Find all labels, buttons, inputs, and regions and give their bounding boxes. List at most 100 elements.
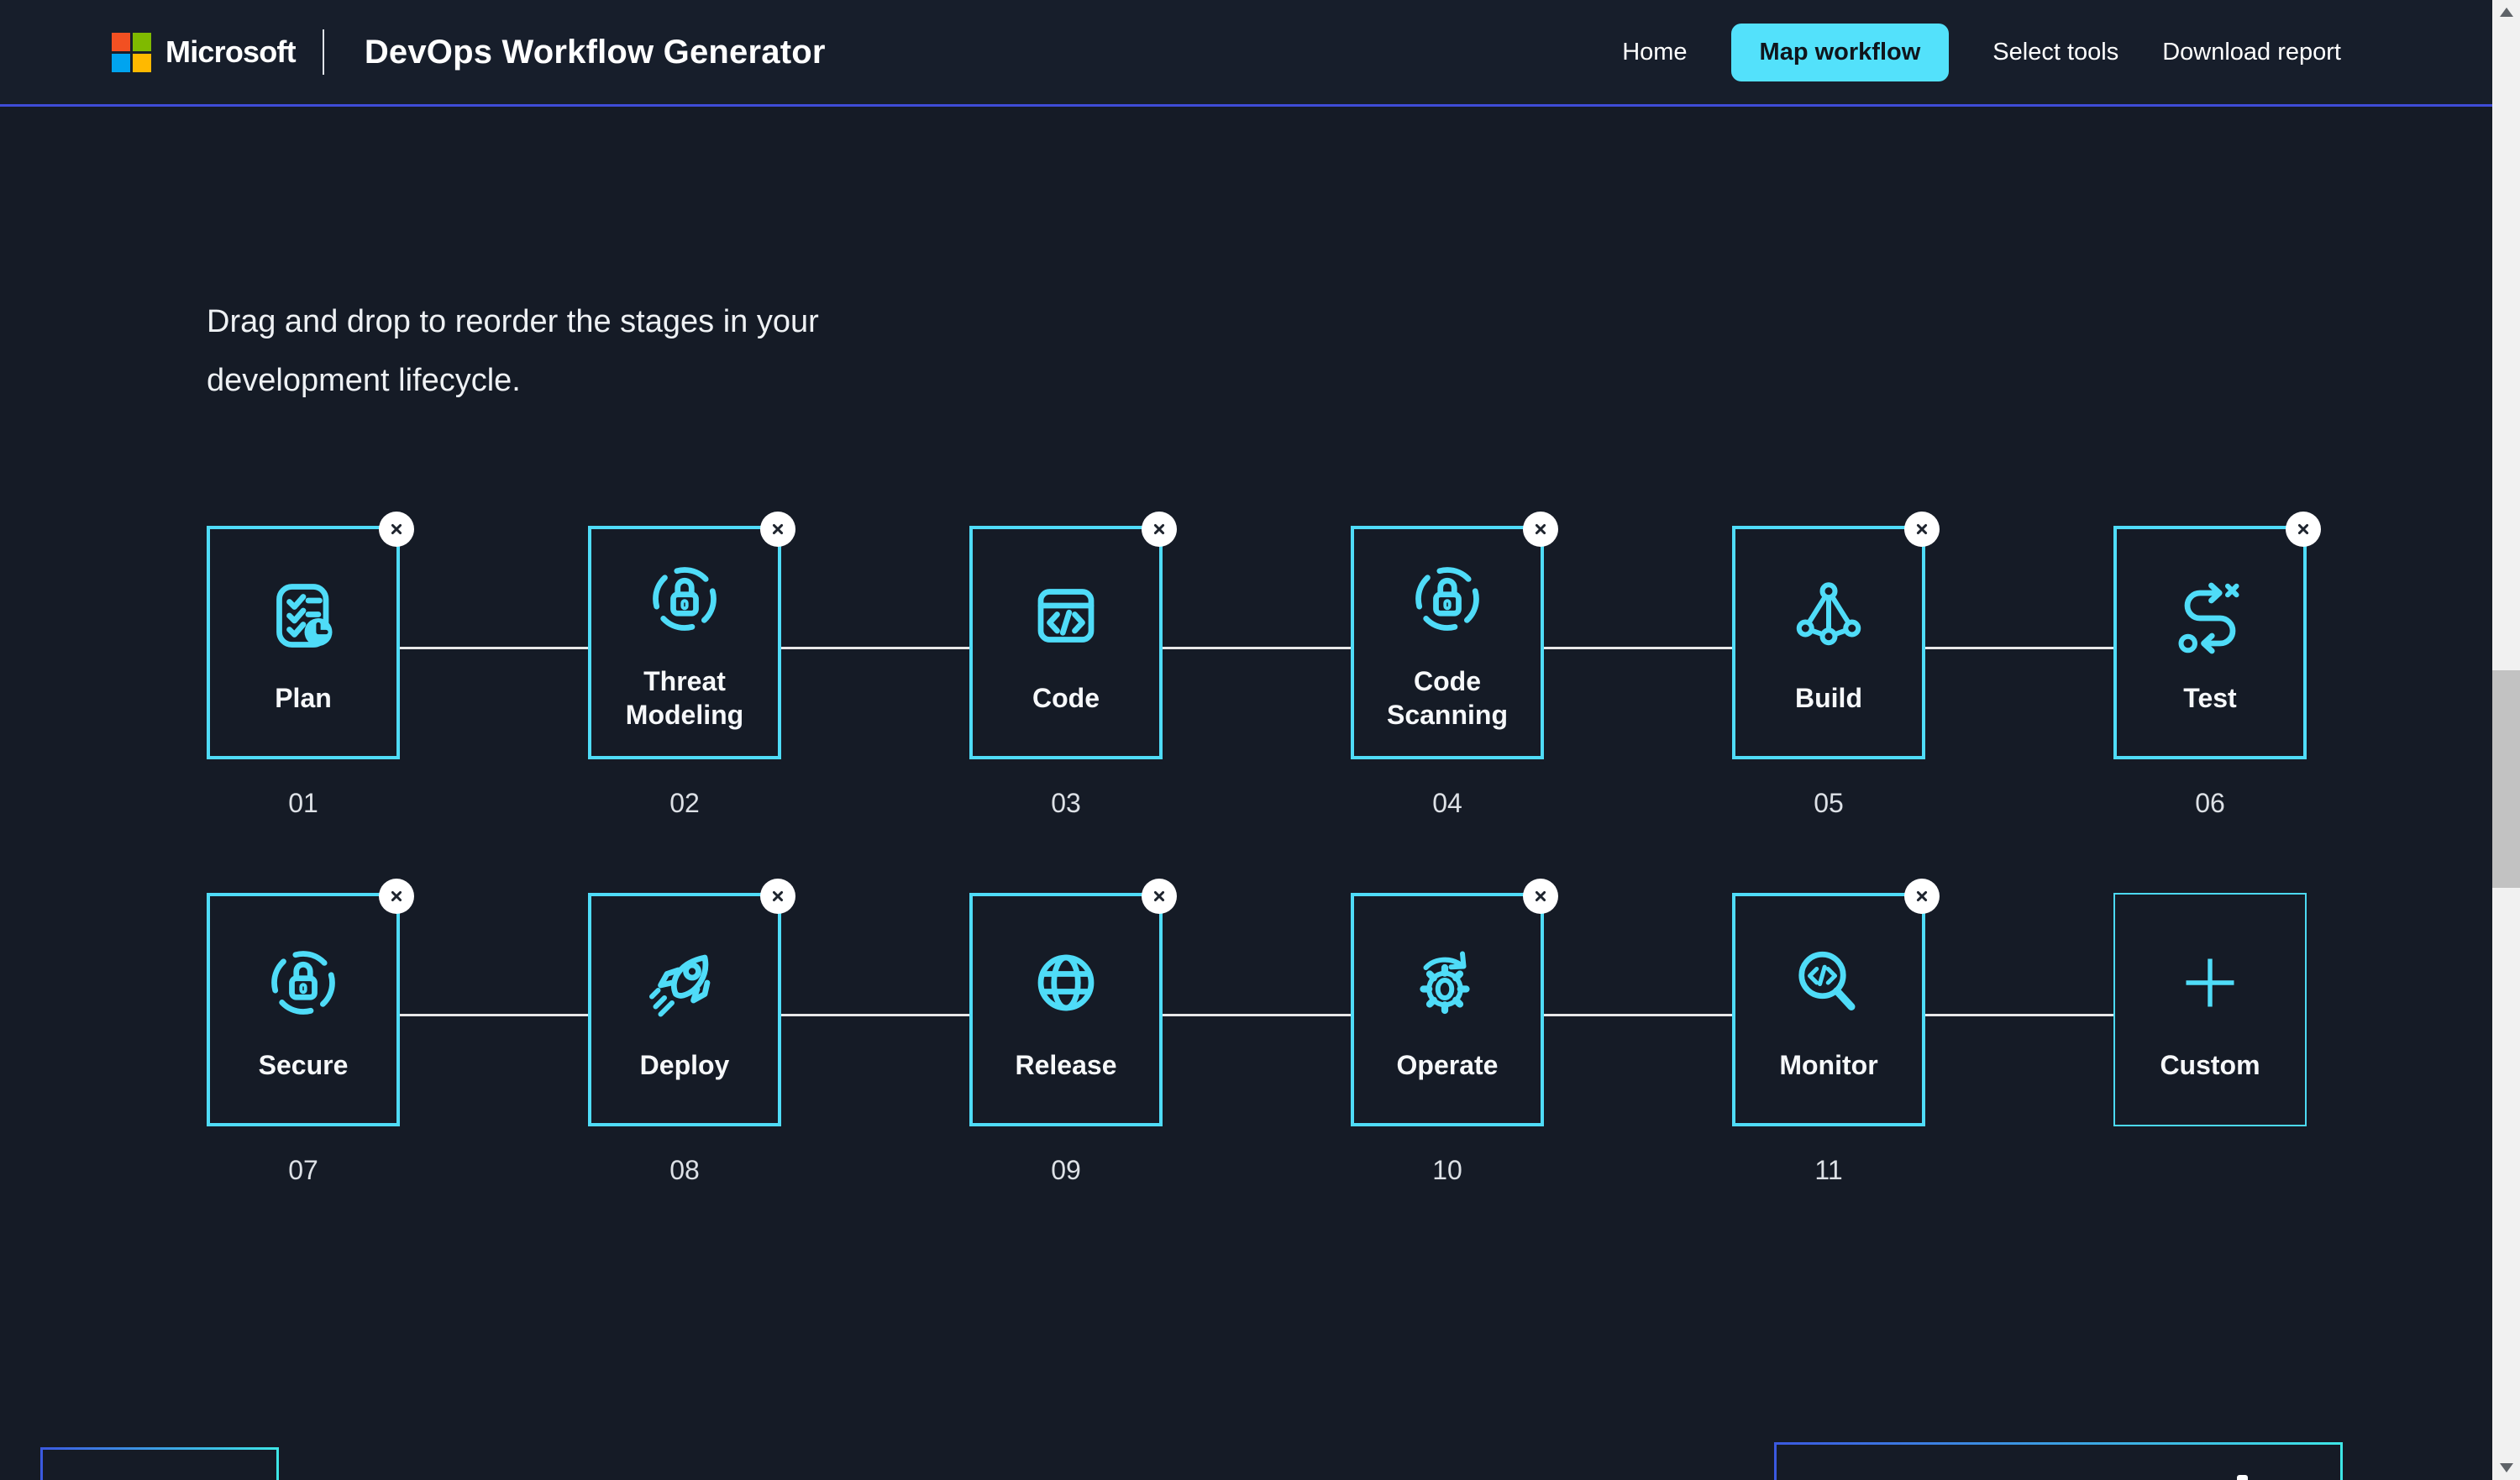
app-header: Microsoft DevOps Workflow Generator Home… [0,0,2492,107]
stage-label: Deploy [639,1050,730,1080]
x-icon [391,890,402,902]
x-icon [2297,523,2309,535]
deploy-icon [644,942,725,1023]
stage-card-plan[interactable]: Plan [207,512,414,759]
stage-card-release[interactable]: Release [969,879,1177,1126]
partial-card-left[interactable] [40,1447,279,1480]
stage-label: Monitor [1779,1050,1878,1080]
brand-name: Microsoft [165,34,297,69]
instruction-text: Drag and drop to reorder the stages in y… [207,304,819,398]
operate-icon [1407,942,1488,1023]
main-nav: Home Map workflow Select tools Download rep… [1622,23,2341,81]
partial-content-glyph [2237,1475,2248,1480]
stage-connector-line [1925,1014,2113,1016]
stage-card-deploy[interactable]: Deploy [588,879,795,1126]
scroll-up-arrow-icon[interactable] [2499,8,2513,17]
stage-number: 06 [2195,788,2225,818]
stage-number: 11 [1814,1155,1843,1185]
stage-connector-line [781,1014,969,1016]
ms-logo-square-red [112,32,130,51]
stage-label: Build [1795,683,1862,713]
scrollbar[interactable] [2492,0,2520,1480]
remove-stage-button[interactable] [1904,879,1940,914]
stage-label: Custom [2160,1050,2260,1080]
x-icon [1153,523,1165,535]
plan-icon [263,575,344,656]
ms-logo-square-yellow [133,53,151,72]
stage-card-code[interactable]: Code [969,512,1177,759]
monitor-icon [1788,942,1869,1023]
brand[interactable]: Microsoft [112,32,297,72]
stage-label: Release [1015,1050,1117,1080]
remove-stage-button[interactable] [760,879,795,914]
stage-label: Secure [258,1050,349,1080]
stage-connector-line [400,1014,588,1016]
partial-card-right[interactable] [1774,1442,2343,1480]
x-icon [772,523,784,535]
stage-card-code-scanning[interactable]: Code Scanning [1351,512,1558,759]
x-icon [1153,890,1165,902]
nav-item-download-report[interactable]: Download report [2162,38,2341,66]
remove-stage-button[interactable] [1523,879,1558,914]
stage-number: 02 [669,788,700,818]
code-scanning-icon [1407,559,1488,639]
stage-number: 08 [669,1155,700,1185]
nav-item-home[interactable]: Home [1622,38,1688,66]
stage-connector-line [781,647,969,649]
code-icon [1026,575,1106,656]
remove-stage-button[interactable] [1142,879,1177,914]
x-icon [1535,523,1546,535]
stage-label: Threat Modeling [625,666,744,730]
stage-number: 10 [1432,1155,1462,1185]
nav-item-select-tools[interactable]: Select tools [1992,38,2119,66]
scroll-down-arrow-icon[interactable] [2499,1463,2513,1472]
remove-stage-button[interactable] [379,879,414,914]
stage-label: Operate [1396,1050,1499,1080]
stage-card-secure[interactable]: Secure [207,879,414,1126]
stage-number: 07 [288,1155,318,1185]
ms-logo-square-blue [112,53,130,72]
x-icon [1535,890,1546,902]
remove-stage-button[interactable] [1523,512,1558,547]
test-icon [2170,575,2250,656]
stage-card-threat-modeling[interactable]: Threat Modeling [588,512,795,759]
remove-stage-button[interactable] [1142,512,1177,547]
partial-card-right-body [1777,1445,2340,1480]
scrollbar-thumb[interactable] [2492,670,2520,888]
stage-connector-line [1925,647,2113,649]
remove-stage-button[interactable] [760,512,795,547]
stage-card-operate[interactable]: Operate [1351,879,1558,1126]
remove-stage-button[interactable] [1904,512,1940,547]
stage-card-custom[interactable]: Custom [2113,893,2307,1126]
stage-label: Test [2183,683,2237,713]
stage-number: 09 [1051,1155,1081,1185]
x-icon [1916,523,1928,535]
threat-modeling-icon [644,559,725,639]
microsoft-logo-icon [112,32,151,72]
stage-card-monitor[interactable]: Monitor [1732,879,1940,1126]
plus-icon [2170,942,2250,1023]
stage-number: 04 [1432,788,1462,818]
stage-connector-line [1163,647,1351,649]
remove-stage-button[interactable] [2286,512,2321,547]
stage-connector-line [1544,1014,1732,1016]
stage-connector-line [400,647,588,649]
remove-stage-button[interactable] [379,512,414,547]
partial-card-left-body [43,1450,276,1480]
stage-card-test[interactable]: Test [2113,512,2321,759]
x-icon [391,523,402,535]
stage-card-build[interactable]: Build [1732,512,1940,759]
stage-label: Plan [275,683,332,713]
stage-connector-line [1544,647,1732,649]
stage-connector-line [1163,1014,1351,1016]
stage-label: Code Scanning [1386,666,1508,730]
x-icon [1916,890,1928,902]
page-title: DevOps Workflow Generator [364,33,826,71]
x-icon [772,890,784,902]
release-icon [1026,942,1106,1023]
nav-item-map-workflow[interactable]: Map workflow [1730,23,1950,81]
stage-label: Code [1032,683,1100,713]
stage-number: 03 [1051,788,1081,818]
